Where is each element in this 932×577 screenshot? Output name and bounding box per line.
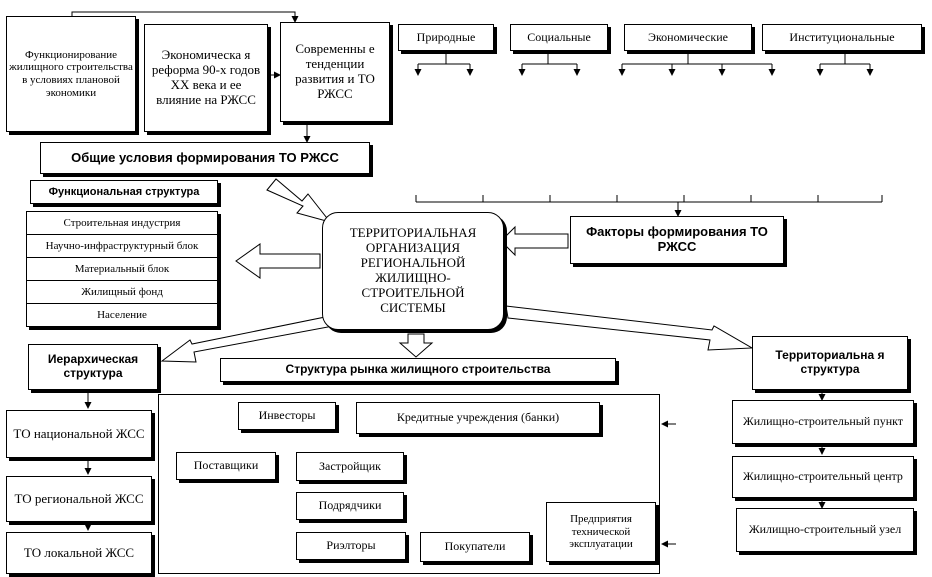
to-local-text: ТО локальной ЖСС (23, 544, 135, 560)
functional-item: Население (97, 308, 147, 321)
center-system-box: ТЕРРИТОРИАЛЬНАЯ ОРГАНИЗАЦИЯ РЕГИОНАЛЬНОЙ… (322, 212, 504, 330)
to-national-text: ТО национальной ЖСС (13, 425, 145, 441)
factor-natural-box: Природные (398, 24, 494, 51)
banks-text: Кредитные учреждения (банки) (396, 410, 560, 425)
housing-point-box: Жилищно-строительный пункт (732, 400, 914, 444)
to-local-box: ТО локальной ЖСС (6, 532, 152, 574)
developer-box: Застройщик (296, 452, 404, 481)
economic-reform-text: Экономическа я реформа 90-х годов ХХ век… (151, 47, 261, 107)
maintenance-box: Предприятия технической эксплуатации (546, 502, 656, 562)
general-conditions-box: Общие условия формирования ТО РЖСС (40, 142, 370, 174)
market-structure-title-box: Структура рынка жилищного строительства (220, 358, 616, 382)
suppliers-text: Поставщики (193, 458, 259, 473)
realtors-text: Риэлторы (326, 538, 376, 553)
investors-text: Инвесторы (258, 408, 316, 423)
realtors-box: Риэлторы (296, 532, 406, 560)
functional-item: Научно-инфраструктурный блок (27, 235, 217, 258)
functional-item: Материальный блок (27, 258, 217, 281)
functional-structure-list: Строительная индустрия Научно-инфраструк… (26, 211, 218, 327)
housing-node-box: Жилищно-строительный узел (736, 508, 914, 552)
buyers-text: Покупатели (444, 539, 506, 554)
maintenance-text: Предприятия технической эксплуатации (569, 513, 633, 551)
factor-social-text: Социальные (527, 29, 591, 44)
modern-trends-box: Современны е тенденции развития и ТО РЖС… (280, 22, 390, 122)
modern-trends-text: Современны е тенденции развития и ТО РЖС… (295, 41, 375, 101)
housing-center-text: Жилищно-строительный центр (743, 469, 903, 484)
to-national-box: ТО национальной ЖСС (6, 410, 152, 458)
factor-economic-text: Экономические (648, 29, 728, 44)
factor-social-box: Социальные (510, 24, 608, 51)
housing-center-box: Жилищно-строительный центр (732, 456, 914, 498)
contractors-text: Подрядчики (318, 498, 382, 513)
to-regional-box: ТО региональной ЖСС (6, 476, 152, 522)
functional-structure-title: Функциональная структура (48, 185, 200, 198)
factor-institutional-box: Институциональные (762, 24, 922, 51)
buyers-box: Покупатели (420, 532, 530, 562)
factor-economic-box: Экономические (624, 24, 752, 51)
to-regional-text: ТО региональной ЖСС (14, 490, 144, 506)
contractors-box: Подрядчики (296, 492, 404, 520)
market-structure-title: Структура рынка жилищного строительства (285, 362, 551, 377)
investors-box: Инвесторы (238, 402, 336, 430)
territorial-structure-title: Территориальна я структура (775, 348, 885, 376)
hierarchical-structure-box: Иерархическая структура (28, 344, 158, 390)
planned-economy-text: Функционирование жилищного строительства… (9, 48, 133, 99)
suppliers-box: Поставщики (176, 452, 276, 480)
center-system-text: ТЕРРИТОРИАЛЬНАЯ ОРГАНИЗАЦИЯ РЕГИОНАЛЬНОЙ… (349, 225, 477, 315)
functional-structure-title-box: Функциональная структура (30, 180, 218, 204)
functional-item: Жилищный фонд (27, 281, 217, 304)
functional-item: Строительная индустрия (27, 212, 217, 235)
factors-formation-box: Факторы формирования ТО РЖСС (570, 216, 784, 264)
economic-reform-box: Экономическа я реформа 90-х годов ХХ век… (144, 24, 268, 132)
planned-economy-box: Функционирование жилищного строительства… (6, 16, 136, 132)
territorial-structure-box: Территориальна я структура (752, 336, 908, 390)
factor-institutional-text: Институциональные (789, 29, 895, 44)
hierarchical-structure-title: Иерархическая структура (47, 352, 139, 380)
housing-node-text: Жилищно-строительный узел (748, 522, 902, 537)
general-conditions-text: Общие условия формирования ТО РЖСС (71, 149, 339, 165)
banks-box: Кредитные учреждения (банки) (356, 402, 600, 434)
housing-point-text: Жилищно-строительный пункт (742, 414, 904, 429)
factors-formation-text: Факторы формирования ТО РЖСС (586, 224, 768, 254)
factor-natural-text: Природные (416, 29, 476, 44)
developer-text: Застройщик (319, 458, 381, 473)
